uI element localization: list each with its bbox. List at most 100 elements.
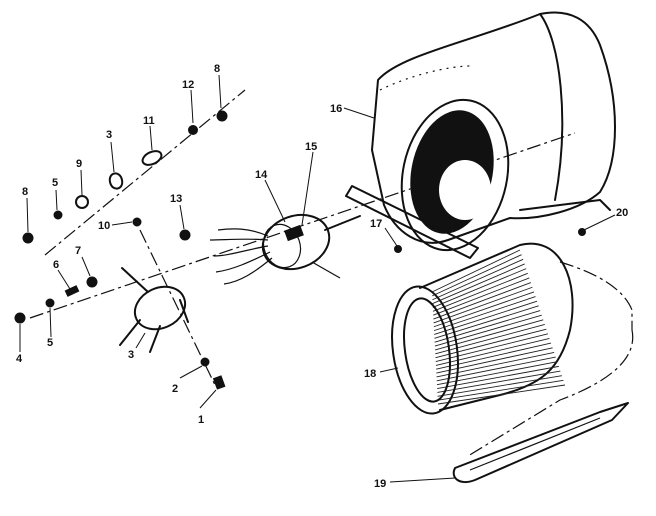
callout-1: 1 [198, 414, 204, 426]
mount-band-ring [133, 285, 187, 331]
housing-mount-bracket [345, 185, 479, 259]
part-7-nut [86, 276, 98, 288]
callout-8-top: 8 [214, 63, 220, 75]
part-11-bushing [141, 150, 163, 166]
callout-7: 7 [75, 245, 81, 257]
wheel-blade [434, 319, 544, 351]
blower-housing [345, 11, 616, 259]
hardware-parts [14, 110, 586, 390]
callout-labels: 1 2 3 3 4 5 5 6 7 8 8 9 10 11 12 13 14 1… [16, 63, 628, 490]
wheel-front-rim [391, 285, 459, 415]
callout-19: 19 [374, 478, 386, 490]
wheel-blade [435, 338, 550, 366]
callout-5-upper: 5 [52, 177, 58, 189]
callout-5-lower: 5 [47, 337, 53, 349]
wheel-blade [432, 272, 528, 312]
callout-13: 13 [170, 193, 182, 205]
callout-3-upper: 3 [106, 129, 112, 141]
callout-4: 4 [16, 353, 23, 365]
wheel-blade [432, 254, 522, 297]
callout-20: 20 [616, 207, 628, 219]
part-20-screw [578, 228, 586, 236]
wheel-blade [431, 249, 521, 293]
callout-11: 11 [143, 115, 155, 127]
housing-shell [371, 11, 616, 244]
callout-10: 10 [98, 220, 110, 232]
wheel-blade [432, 268, 527, 308]
mount-band-legs [119, 299, 189, 353]
motor-endbell [262, 223, 302, 269]
part-8-left-nut [22, 232, 34, 244]
wheel-blade [433, 277, 530, 316]
mount-band-arm [121, 267, 149, 293]
wheel-blade [433, 282, 532, 320]
part-17-screw [394, 245, 402, 253]
callout-6: 6 [53, 259, 59, 271]
part-8-top-nut [216, 110, 228, 122]
callout-17: 17 [370, 218, 382, 230]
wheel-blade [434, 300, 538, 335]
wheel-body-outline [419, 242, 574, 411]
housing-inlet-highlight [439, 160, 491, 220]
callout-3-lower: 3 [128, 349, 134, 361]
motor-shaft [324, 215, 361, 231]
part-3-upper-clip [108, 172, 124, 190]
callout-2: 2 [172, 383, 178, 395]
wheel-blade [435, 324, 545, 355]
wheel-blade [435, 328, 547, 359]
part-12-washer [188, 125, 198, 135]
part-2-washer [200, 357, 210, 367]
wheel-blade [434, 314, 542, 347]
part-6-bolt [64, 285, 80, 297]
wheel-axis-line [559, 261, 633, 330]
wheel-blade [436, 342, 552, 370]
callout-18: 18 [364, 368, 376, 380]
wheel-blade [435, 333, 549, 362]
wheel-blade [433, 296, 536, 332]
wheel-blade [437, 365, 559, 389]
motor-mount-stud [311, 261, 341, 279]
panel-axis-line [467, 329, 634, 457]
blower-wheel [391, 242, 574, 415]
wheel-blade [434, 305, 539, 339]
part-10-washer [132, 217, 142, 227]
housing-edge-curve [539, 13, 564, 201]
wheel-blade [436, 347, 553, 374]
upper-axis-line [44, 89, 246, 256]
callout-16: 16 [330, 103, 342, 115]
wheel-blades [431, 249, 566, 405]
wheel-blade [432, 258, 524, 301]
part-5-lower-washer [45, 298, 55, 308]
leader-lines [19, 74, 616, 483]
motor-terminal-block [284, 224, 304, 242]
callout-8-left: 8 [22, 186, 28, 198]
motor-body [261, 213, 331, 271]
wheel-blade [437, 370, 561, 393]
wheel-blade [437, 379, 564, 401]
cutoff-plate-edge [469, 417, 601, 471]
callout-15: 15 [305, 141, 317, 153]
wheel-blade [434, 310, 541, 343]
motor [209, 213, 361, 285]
housing-bottom-flange [519, 199, 611, 211]
motor-lead-wires [209, 228, 273, 285]
part-13-nut [179, 229, 191, 241]
callout-12: 12 [182, 79, 194, 91]
callout-14: 14 [255, 169, 268, 181]
housing-inlet-ring [400, 98, 510, 252]
wheel-blade [432, 263, 525, 304]
wheel-front-inner [403, 297, 451, 403]
wheel-blade [436, 351, 555, 378]
part-4-nut [14, 312, 26, 324]
housing-rivet-seam [379, 65, 471, 91]
part-9-grommet [75, 195, 89, 209]
cutoff-plate-body [452, 402, 629, 484]
wheel-blade [437, 375, 562, 397]
part-1-bolt [212, 375, 226, 390]
cutoff-plate [452, 402, 629, 484]
callout-9: 9 [76, 158, 82, 170]
wheel-blade [437, 384, 566, 405]
part-5-upper-washer [53, 210, 63, 220]
